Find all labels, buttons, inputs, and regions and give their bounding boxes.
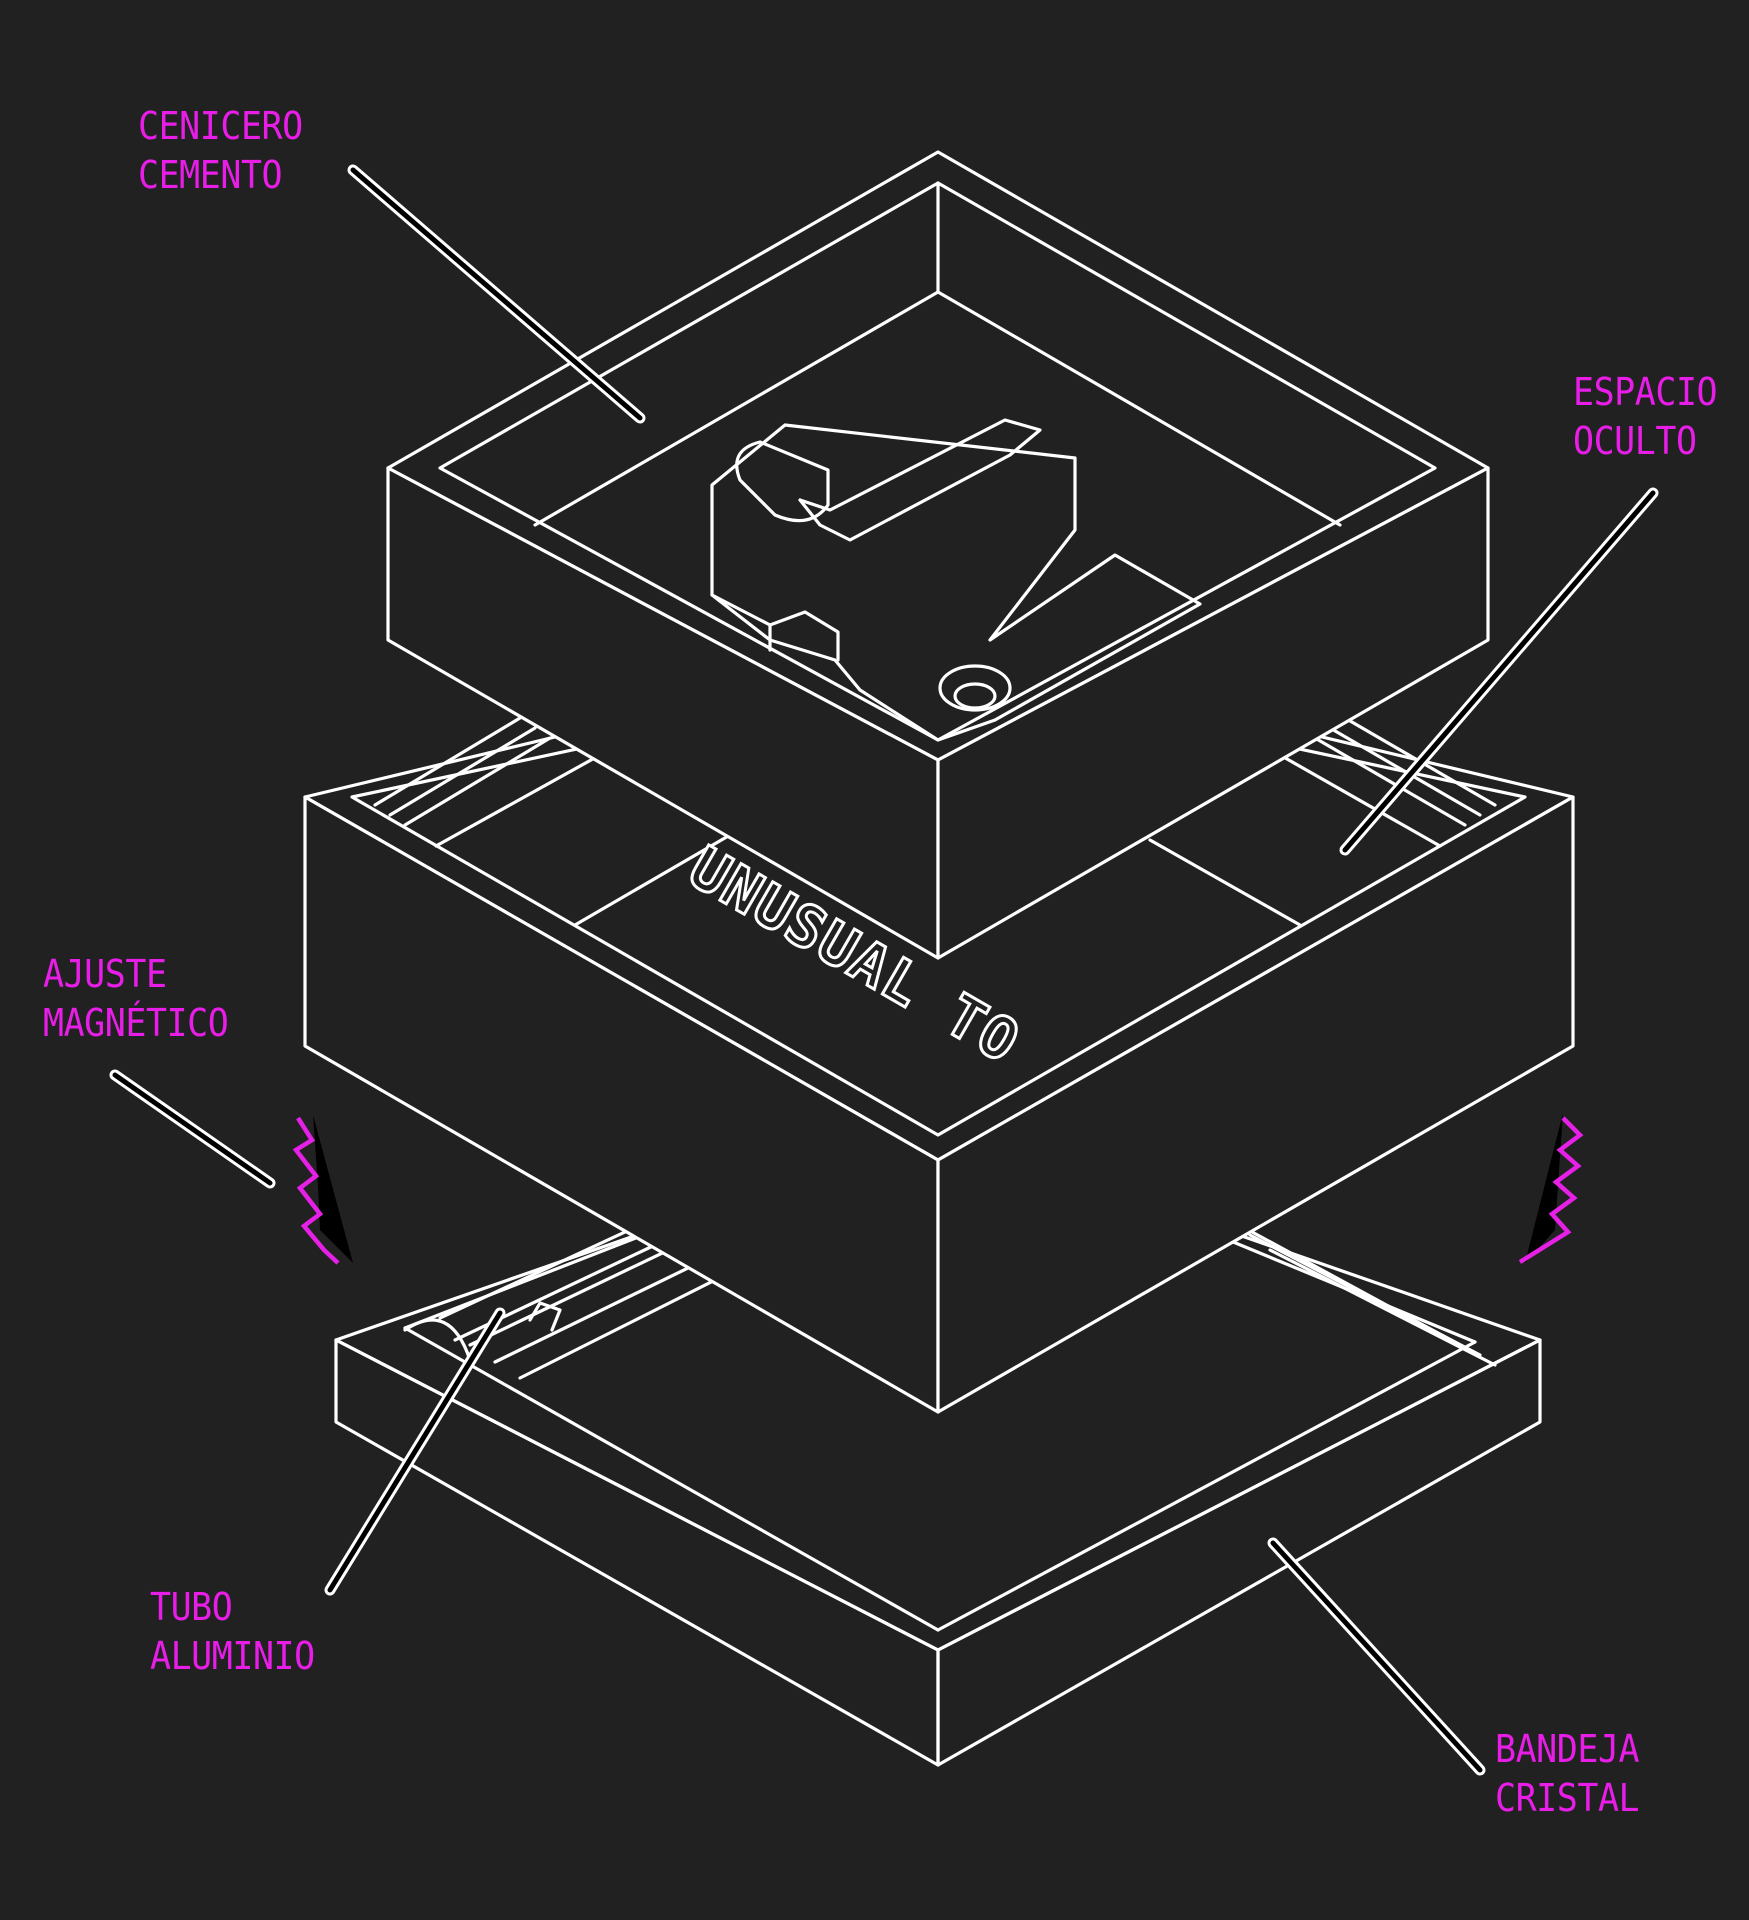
ashtray-insert (710, 418, 1202, 742)
leader-bandeja (1267, 1537, 1486, 1776)
magnet-zigzag-right (1518, 1113, 1584, 1264)
label-tubo-aluminio: TUBO ALUMINIO (150, 1585, 315, 1678)
label-ajuste-magnetico: AJUSTE MAGNÉTICO (43, 952, 229, 1045)
label-espacio-oculto: ESPACIO OCULTO (1573, 370, 1718, 463)
tray-channels (468, 1218, 1497, 1380)
label-cenicero-cemento: CENICERO CEMENTO (138, 104, 303, 197)
leader-ajuste (109, 1069, 276, 1189)
leader-espacio (1339, 487, 1659, 856)
label-bandeja-cristal: BANDEJA CRISTAL (1495, 1727, 1640, 1820)
leader-tubo (324, 1307, 506, 1596)
top-box (386, 150, 1490, 960)
magnet-zigzag-left (292, 1115, 353, 1265)
leader-cenicero (347, 164, 646, 424)
